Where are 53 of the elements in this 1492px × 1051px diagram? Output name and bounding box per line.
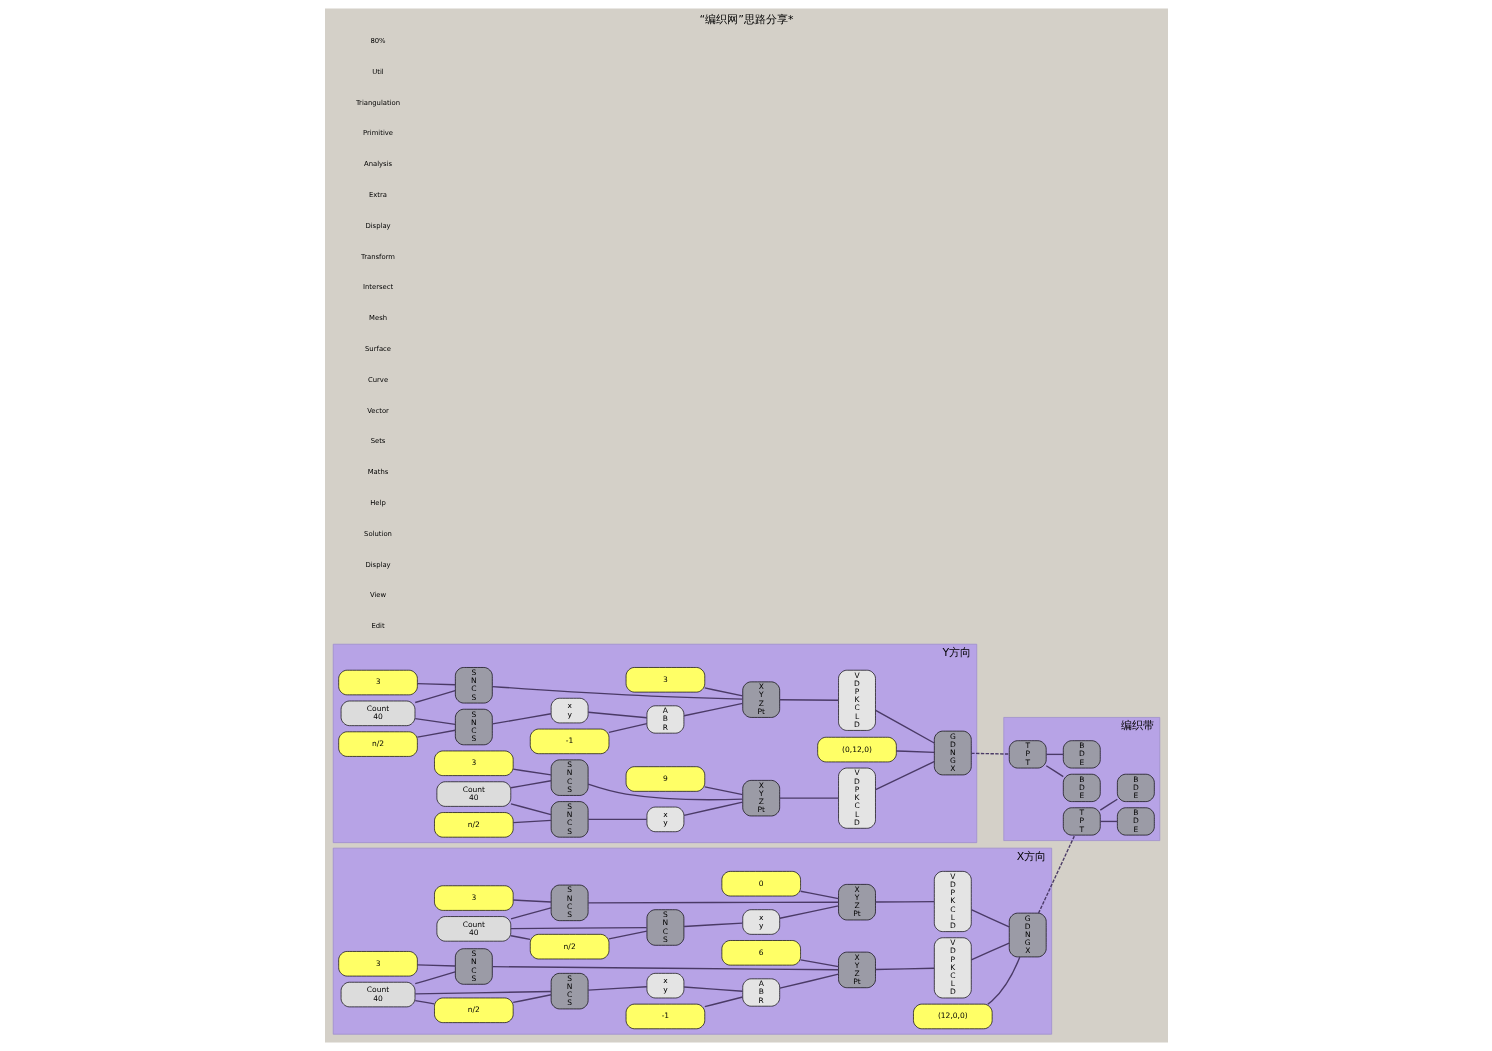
connector: [895, 750, 935, 754]
connector: [1037, 834, 1075, 914]
connector: [703, 687, 743, 697]
connector: [491, 965, 839, 971]
connector: [703, 996, 743, 1008]
connector: [413, 990, 552, 995]
connector: [778, 905, 839, 919]
connector: [874, 900, 935, 903]
connector: [799, 959, 839, 968]
connector: [512, 819, 552, 824]
connector: [970, 908, 1010, 928]
connector: [607, 722, 648, 734]
connector: [491, 685, 743, 700]
connector: [414, 971, 456, 985]
connector: [703, 786, 743, 796]
connector: [509, 780, 552, 789]
connector: [682, 702, 743, 717]
connector: [416, 729, 456, 738]
connector: [682, 986, 743, 992]
connector: [587, 818, 647, 821]
connector: [414, 717, 456, 726]
connector: [509, 803, 552, 816]
connector: [586, 783, 743, 801]
connector: [874, 709, 935, 744]
connector: [874, 760, 935, 791]
connector: [682, 801, 743, 817]
connector: [512, 899, 552, 903]
connector: [1045, 765, 1064, 778]
connector: [414, 689, 456, 704]
connector: [778, 699, 839, 701]
connector: [587, 986, 647, 991]
connector: [509, 926, 647, 930]
connector: [874, 967, 935, 971]
connector: [970, 942, 1010, 961]
connector: [416, 964, 456, 967]
connector: [1099, 798, 1118, 811]
connector: [778, 973, 839, 989]
connector: [509, 907, 552, 920]
connector: [587, 711, 647, 719]
connector: [682, 922, 743, 928]
connector: [512, 994, 552, 1004]
connector: [778, 797, 839, 799]
connector: [587, 901, 839, 904]
connector: [416, 682, 456, 686]
connector: [491, 713, 552, 725]
connector: [970, 752, 1010, 755]
connector: [512, 768, 552, 776]
diagram-title: “编织网”思路分享*: [699, 12, 793, 26]
connector: [414, 999, 435, 1005]
connector: [986, 956, 1020, 1005]
connector: [799, 890, 839, 900]
connector: [509, 935, 531, 940]
connector: [607, 930, 648, 940]
